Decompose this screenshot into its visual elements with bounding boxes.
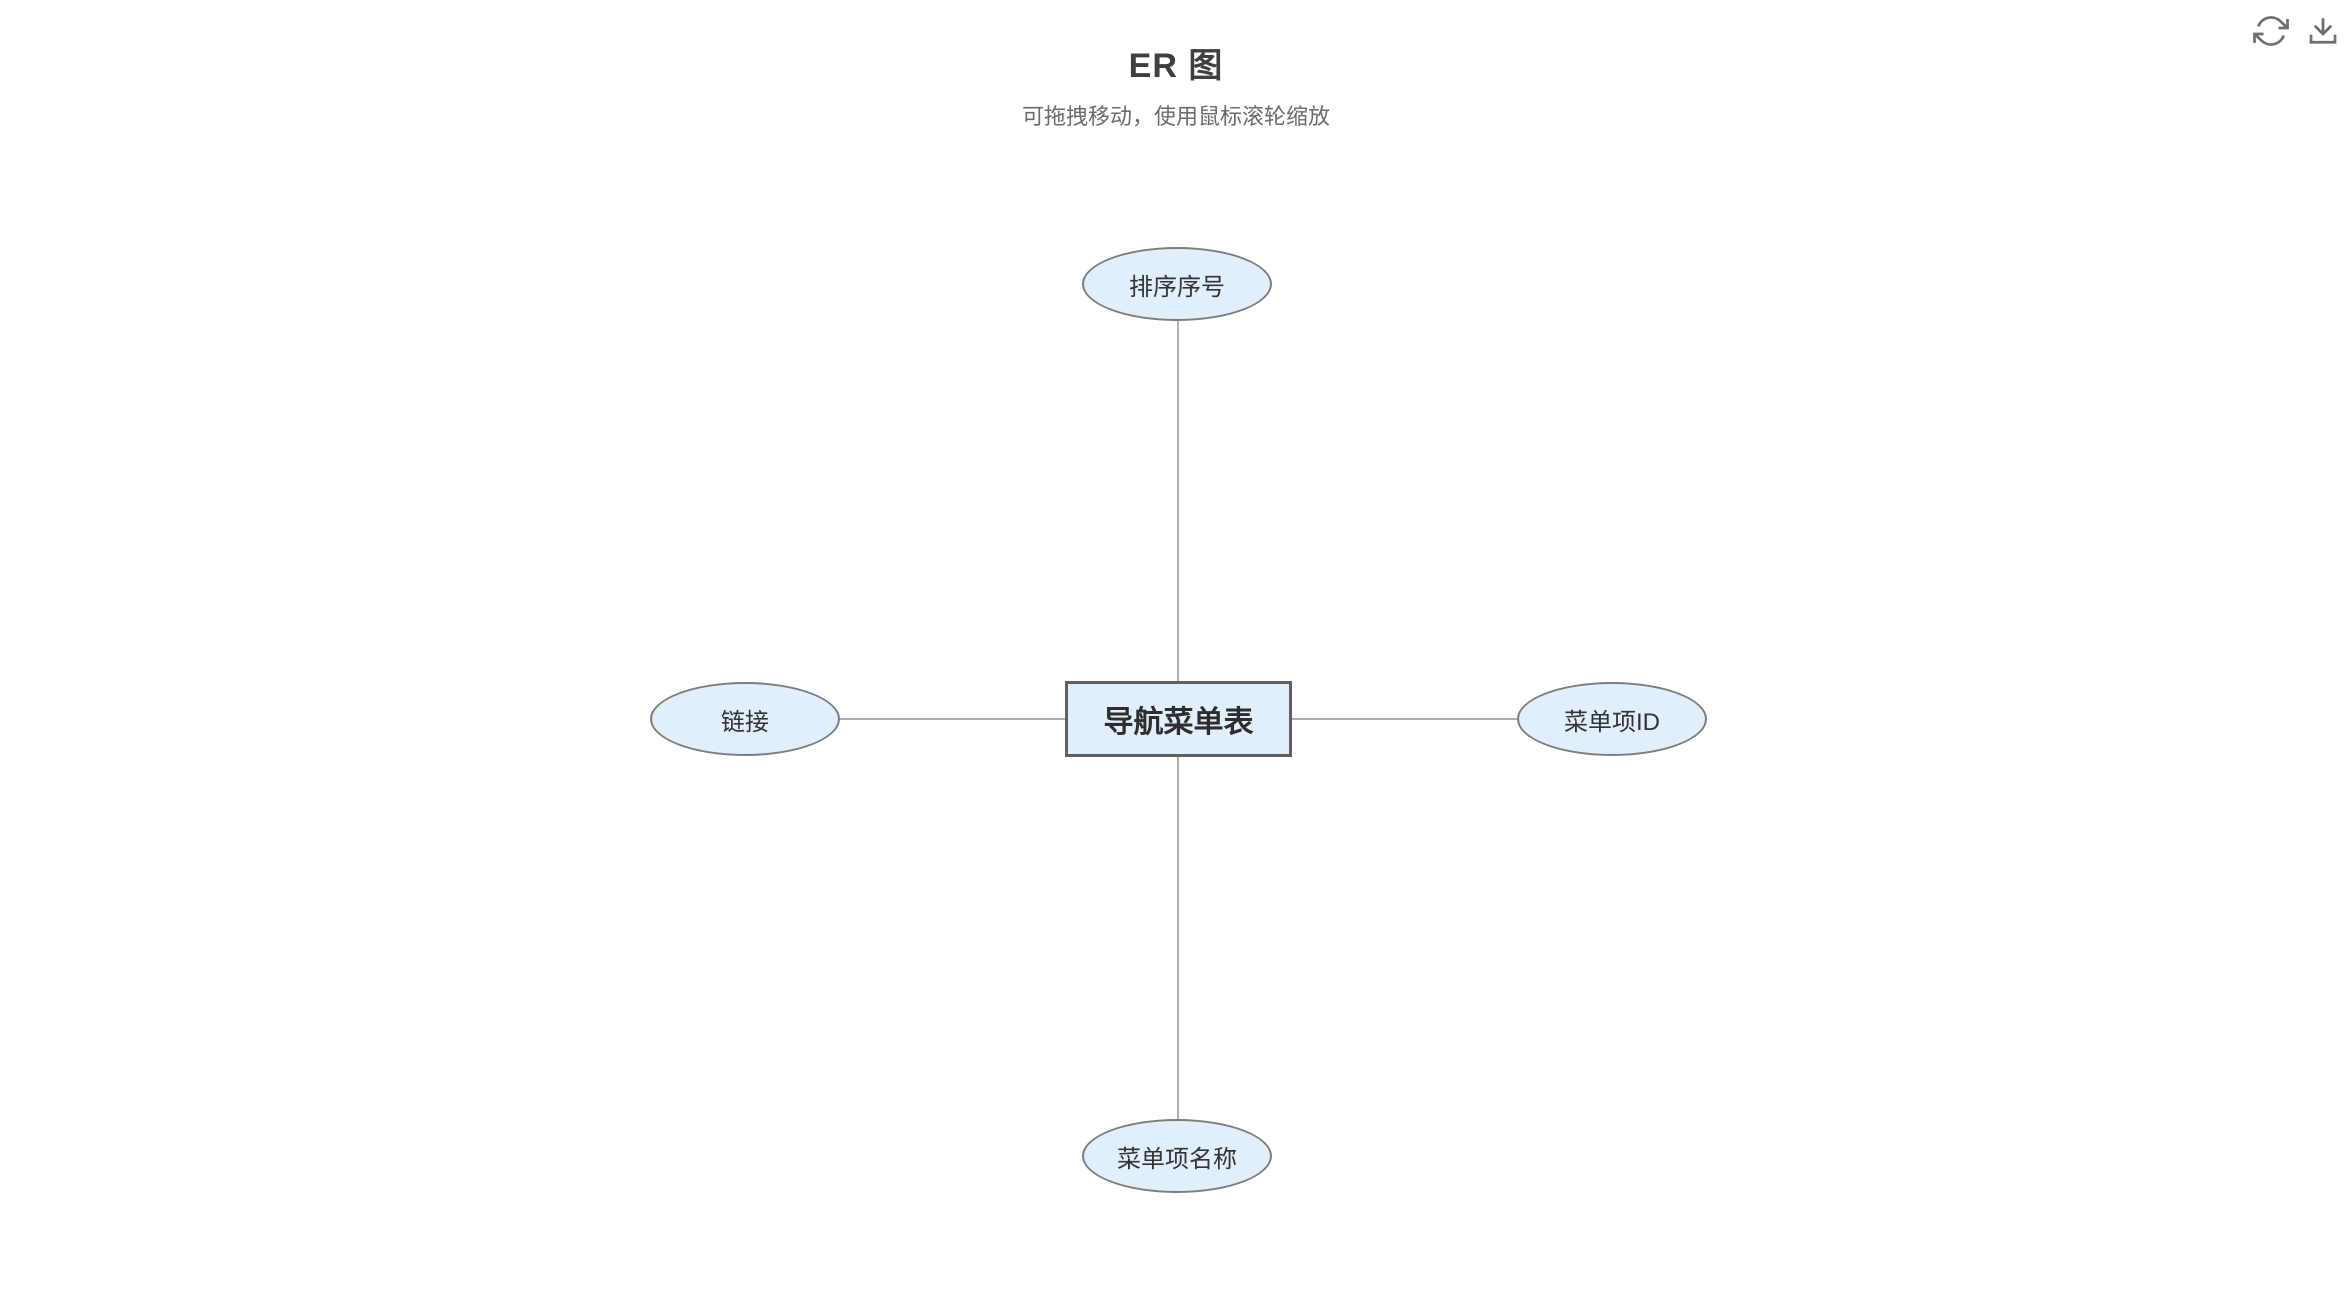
refresh-button[interactable] <box>2252 12 2290 50</box>
attribute-node-right[interactable]: 菜单项ID <box>1517 682 1707 756</box>
attribute-node-left[interactable]: 链接 <box>650 682 840 756</box>
page-title: ER 图 <box>1128 47 1224 85</box>
attribute-node-top[interactable]: 排序序号 <box>1082 247 1272 321</box>
download-icon <box>2309 18 2337 44</box>
attribute-node-bottom[interactable]: 菜单项名称 <box>1082 1119 1272 1193</box>
refresh-icon <box>2253 16 2289 46</box>
entity-node[interactable]: 导航菜单表 <box>1065 681 1292 757</box>
download-button[interactable] <box>2304 12 2342 50</box>
toolbar <box>2252 12 2342 50</box>
page-subtitle: 可拖拽移动，使用鼠标滚轮缩放 <box>1021 104 1330 129</box>
